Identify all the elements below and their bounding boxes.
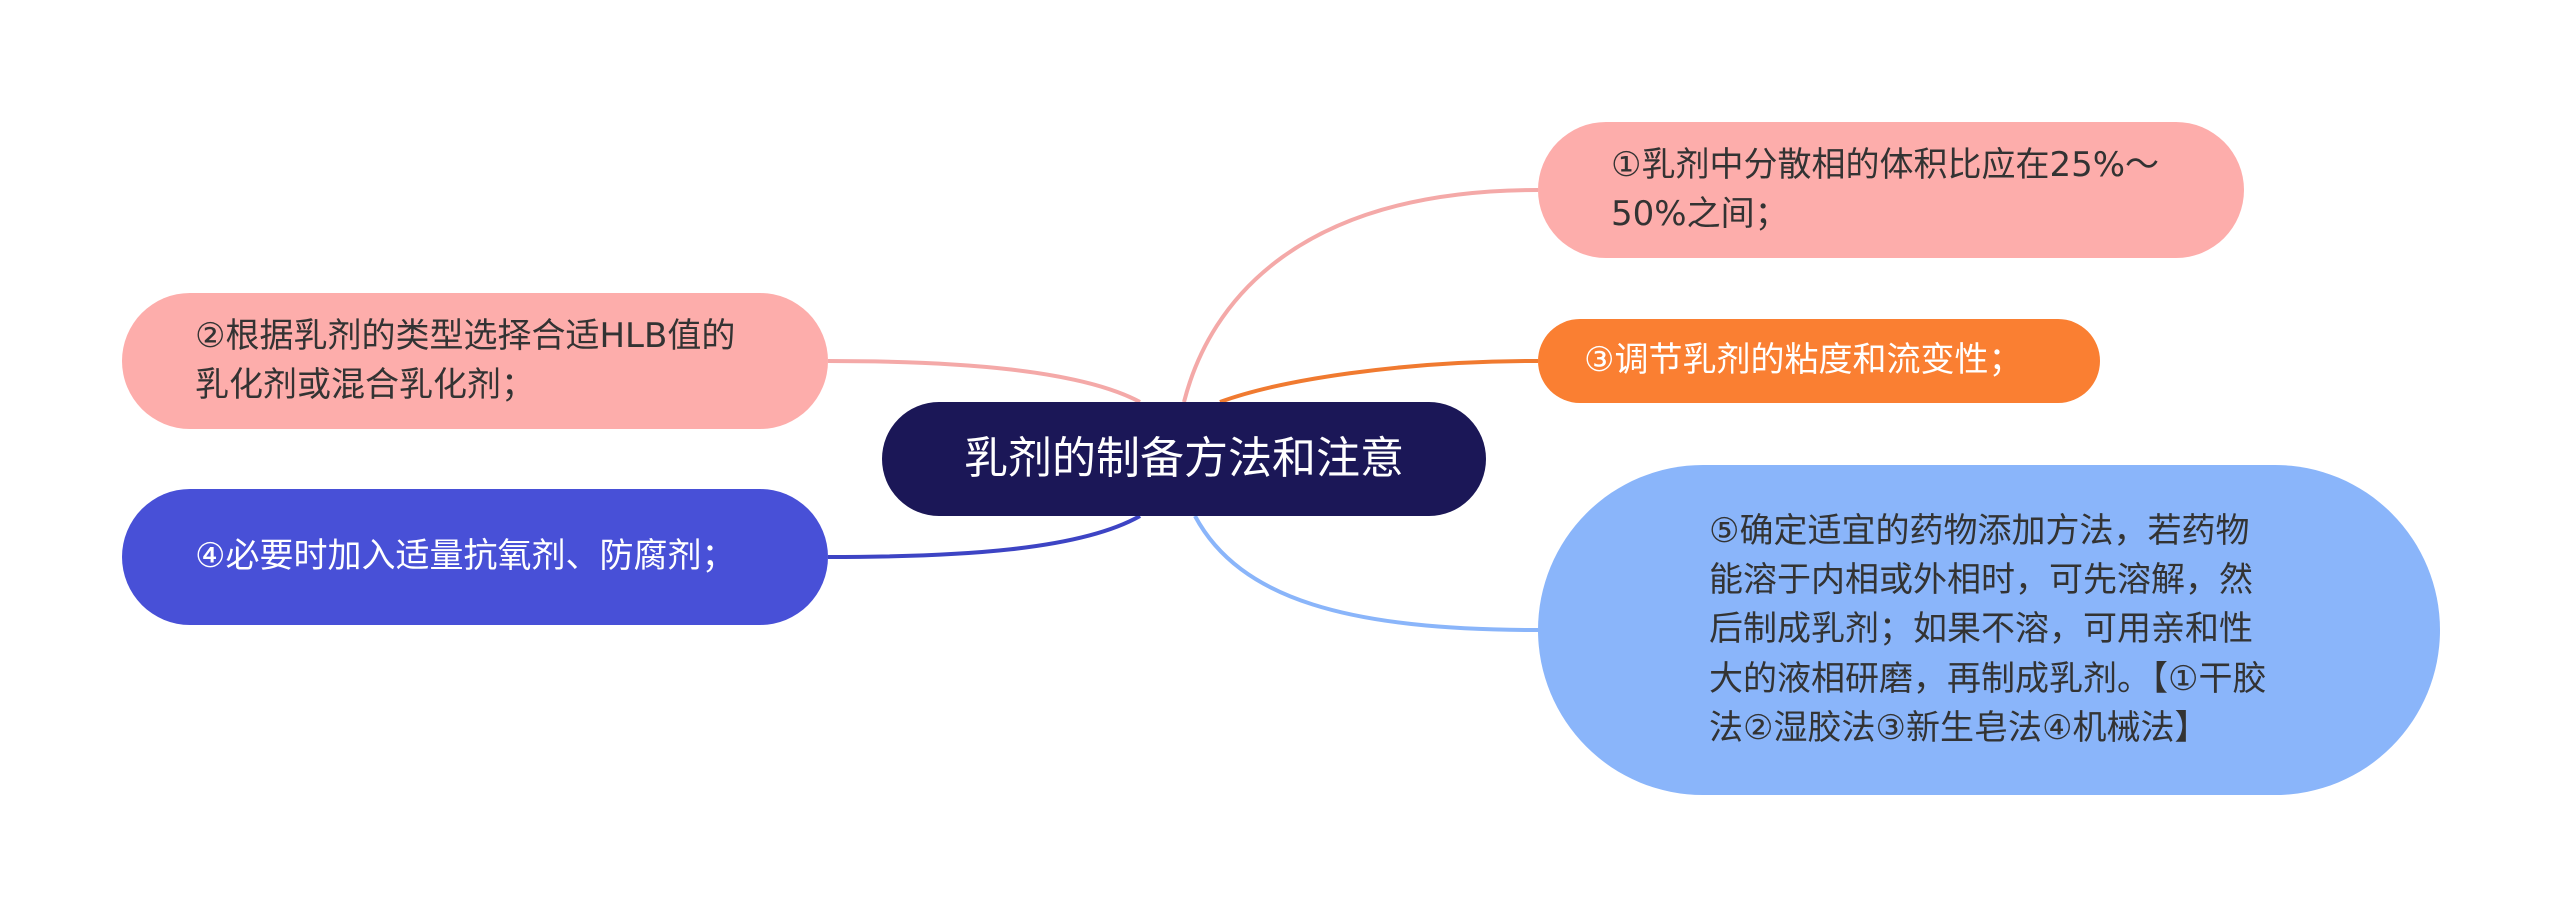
root-topic[interactable]: 乳剂的制备方法和注意	[882, 402, 1486, 516]
connector-n2	[827, 359, 1141, 404]
connector-n3	[1219, 359, 1539, 404]
branch-node-5-label: ⑤确定适宜的药物添加方法，若药物能溶于内相或外相时，可先溶解，然后制成乳剂；如果…	[1709, 510, 2267, 748]
branch-node-2[interactable]: ②根据乳剂的类型选择合适HLB值的乳化剂或混合乳化剂；	[122, 293, 828, 429]
branch-node-4[interactable]: ④必要时加入适量抗氧剂、防腐剂；	[122, 489, 828, 625]
branch-node-2-label: ②根据乳剂的类型选择合适HLB值的乳化剂或混合乳化剂；	[195, 315, 736, 405]
connector-n5	[1193, 515, 1539, 632]
branch-node-1-label: ①乳剂中分散相的体积比应在25%～50%之间；	[1611, 144, 2160, 234]
branch-node-4-label: ④必要时加入适量抗氧剂、防腐剂；	[195, 536, 736, 577]
branch-node-5[interactable]: ⑤确定适宜的药物添加方法，若药物能溶于内相或外相时，可先溶解，然后制成乳剂；如果…	[1538, 465, 2440, 795]
branch-node-1[interactable]: ①乳剂中分散相的体积比应在25%～50%之间；	[1538, 122, 2244, 258]
branch-node-3-label: ③调节乳剂的粘度和流变性；	[1584, 340, 2023, 381]
branch-node-3[interactable]: ③调节乳剂的粘度和流变性；	[1538, 319, 2100, 403]
root-topic-label: 乳剂的制备方法和注意	[964, 433, 1404, 485]
connector-n4	[827, 514, 1141, 559]
connector-n1	[1182, 188, 1539, 403]
